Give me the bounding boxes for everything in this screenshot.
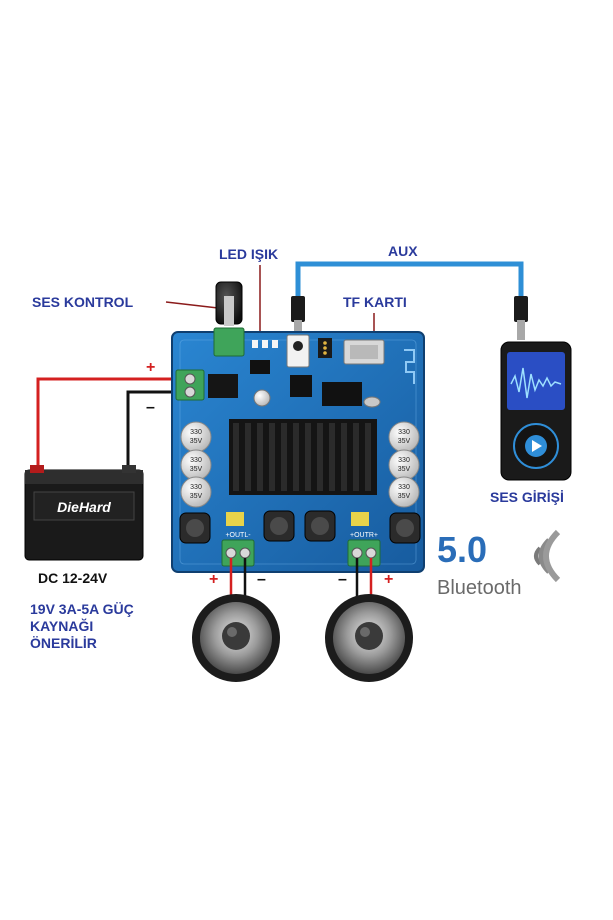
heatsink-fin bbox=[341, 423, 347, 491]
play-icon bbox=[532, 440, 542, 452]
terminal-screw bbox=[351, 547, 363, 559]
power-note-line-2: KAYNAĞI bbox=[30, 618, 94, 634]
heatsink-fin bbox=[353, 423, 359, 491]
battery: DieHard bbox=[24, 465, 144, 561]
capacitor: 330 35V bbox=[180, 476, 212, 508]
audio-input-label: SES GİRİŞİ bbox=[490, 489, 564, 505]
capacitor: 330 35V bbox=[388, 476, 420, 508]
capacitor-voltage: 35V bbox=[398, 493, 411, 500]
heatsink-fins bbox=[233, 423, 371, 491]
left-speaker-plus-sign: + bbox=[209, 571, 219, 588]
regulator bbox=[208, 374, 238, 398]
capacitor-voltage: 35V bbox=[190, 493, 203, 500]
capacitor-value: 330 bbox=[398, 429, 410, 436]
bluetooth-wordmark: Bluetooth bbox=[437, 577, 522, 599]
film-capacitor bbox=[226, 512, 244, 526]
volume-leader-line bbox=[165, 301, 219, 309]
capacitor-value: 330 bbox=[398, 457, 410, 464]
tf-card-label: TF KARTI bbox=[343, 294, 407, 310]
heatsink-fin bbox=[281, 423, 287, 491]
heatsink-fin bbox=[329, 423, 335, 491]
right-speaker-minus-sign: – bbox=[338, 571, 347, 588]
power-minus-wire bbox=[126, 390, 180, 470]
capacitor: 330 35V bbox=[180, 421, 212, 453]
capacitor: 330 35V bbox=[180, 449, 212, 481]
led-indicator bbox=[272, 340, 278, 348]
capacitor: 330 35V bbox=[388, 449, 420, 481]
terminal-screw bbox=[225, 547, 237, 559]
heatsink-fin bbox=[233, 423, 239, 491]
left-speaker bbox=[192, 594, 280, 682]
power-plus-wire bbox=[36, 377, 180, 470]
heatsink-fin bbox=[365, 423, 371, 491]
power-note-line-1: 19V 3A-5A GÜÇ bbox=[30, 601, 134, 617]
aux-plug-right-tip bbox=[517, 320, 525, 340]
led-indicator bbox=[262, 340, 268, 348]
led-indicator bbox=[252, 340, 258, 348]
pin bbox=[323, 346, 327, 350]
inductor-core bbox=[396, 519, 414, 537]
capacitor-voltage: 35V bbox=[398, 438, 411, 445]
inductor-core bbox=[270, 517, 288, 535]
left-speaker-minus-sign: – bbox=[257, 571, 266, 588]
dc-voltage-label: DC 12-24V bbox=[38, 570, 108, 586]
bluetooth-antenna bbox=[404, 349, 415, 384]
waveform-icon bbox=[510, 367, 562, 399]
right-speaker bbox=[325, 594, 413, 682]
capacitor-value: 330 bbox=[190, 484, 202, 491]
power-terminal-screw bbox=[184, 373, 196, 385]
capacitor: 330 35V bbox=[388, 421, 420, 453]
power-terminal-screw bbox=[184, 386, 196, 398]
capacitor-value: 330 bbox=[190, 429, 202, 436]
inductor-core bbox=[311, 517, 329, 535]
power-note-line-3: ÖNERİLİR bbox=[30, 635, 97, 651]
pin bbox=[323, 351, 327, 355]
heatsink-fin bbox=[245, 423, 251, 491]
left-output-label: +OUTL- bbox=[225, 532, 251, 539]
chip bbox=[250, 360, 270, 374]
capacitor-voltage: 35V bbox=[190, 438, 203, 445]
aux-cable bbox=[295, 261, 524, 305]
aux-plug-right bbox=[514, 296, 528, 322]
terminal-screw bbox=[365, 547, 377, 559]
bluetooth-chip bbox=[322, 382, 362, 406]
heatsink-fin bbox=[257, 423, 263, 491]
volume-knob-shaft bbox=[224, 296, 234, 326]
film-capacitor bbox=[351, 512, 369, 526]
capacitor-voltage: 35V bbox=[398, 466, 411, 473]
bluetooth-version: 5.0 bbox=[437, 529, 487, 570]
capacitor-value: 330 bbox=[398, 484, 410, 491]
battery-brand: DieHard bbox=[57, 499, 111, 515]
volume-label: SES KONTROL bbox=[32, 294, 134, 310]
small-capacitor bbox=[253, 389, 271, 407]
chip bbox=[290, 375, 312, 397]
aux-plug-left bbox=[291, 296, 305, 322]
aux-jack-hole bbox=[293, 341, 303, 351]
heatsink-fin bbox=[317, 423, 323, 491]
power-terminal bbox=[175, 369, 205, 401]
crystal bbox=[363, 396, 381, 408]
heatsink-fin bbox=[293, 423, 299, 491]
pin bbox=[323, 341, 327, 345]
power-plus-sign: + bbox=[146, 359, 156, 376]
wireless-signal-icon bbox=[534, 529, 561, 583]
music-player bbox=[500, 341, 572, 481]
volume-pot-base bbox=[213, 327, 245, 357]
capacitor-value: 330 bbox=[190, 457, 202, 464]
heatsink-fin bbox=[269, 423, 275, 491]
inductor-core bbox=[186, 519, 204, 537]
led-label: LED IŞIK bbox=[219, 246, 279, 262]
heatsink bbox=[229, 419, 377, 495]
tf-card-slot-opening bbox=[350, 345, 378, 359]
power-minus-sign: – bbox=[146, 399, 155, 416]
capacitor-voltage: 35V bbox=[190, 466, 203, 473]
right-output-label: +OUTR+ bbox=[350, 532, 378, 539]
aux-plug-left-tip bbox=[294, 320, 302, 340]
aux-label: AUX bbox=[388, 243, 418, 259]
heatsink-fin bbox=[305, 423, 311, 491]
right-speaker-plus-sign: + bbox=[384, 571, 394, 588]
terminal-screw bbox=[239, 547, 251, 559]
